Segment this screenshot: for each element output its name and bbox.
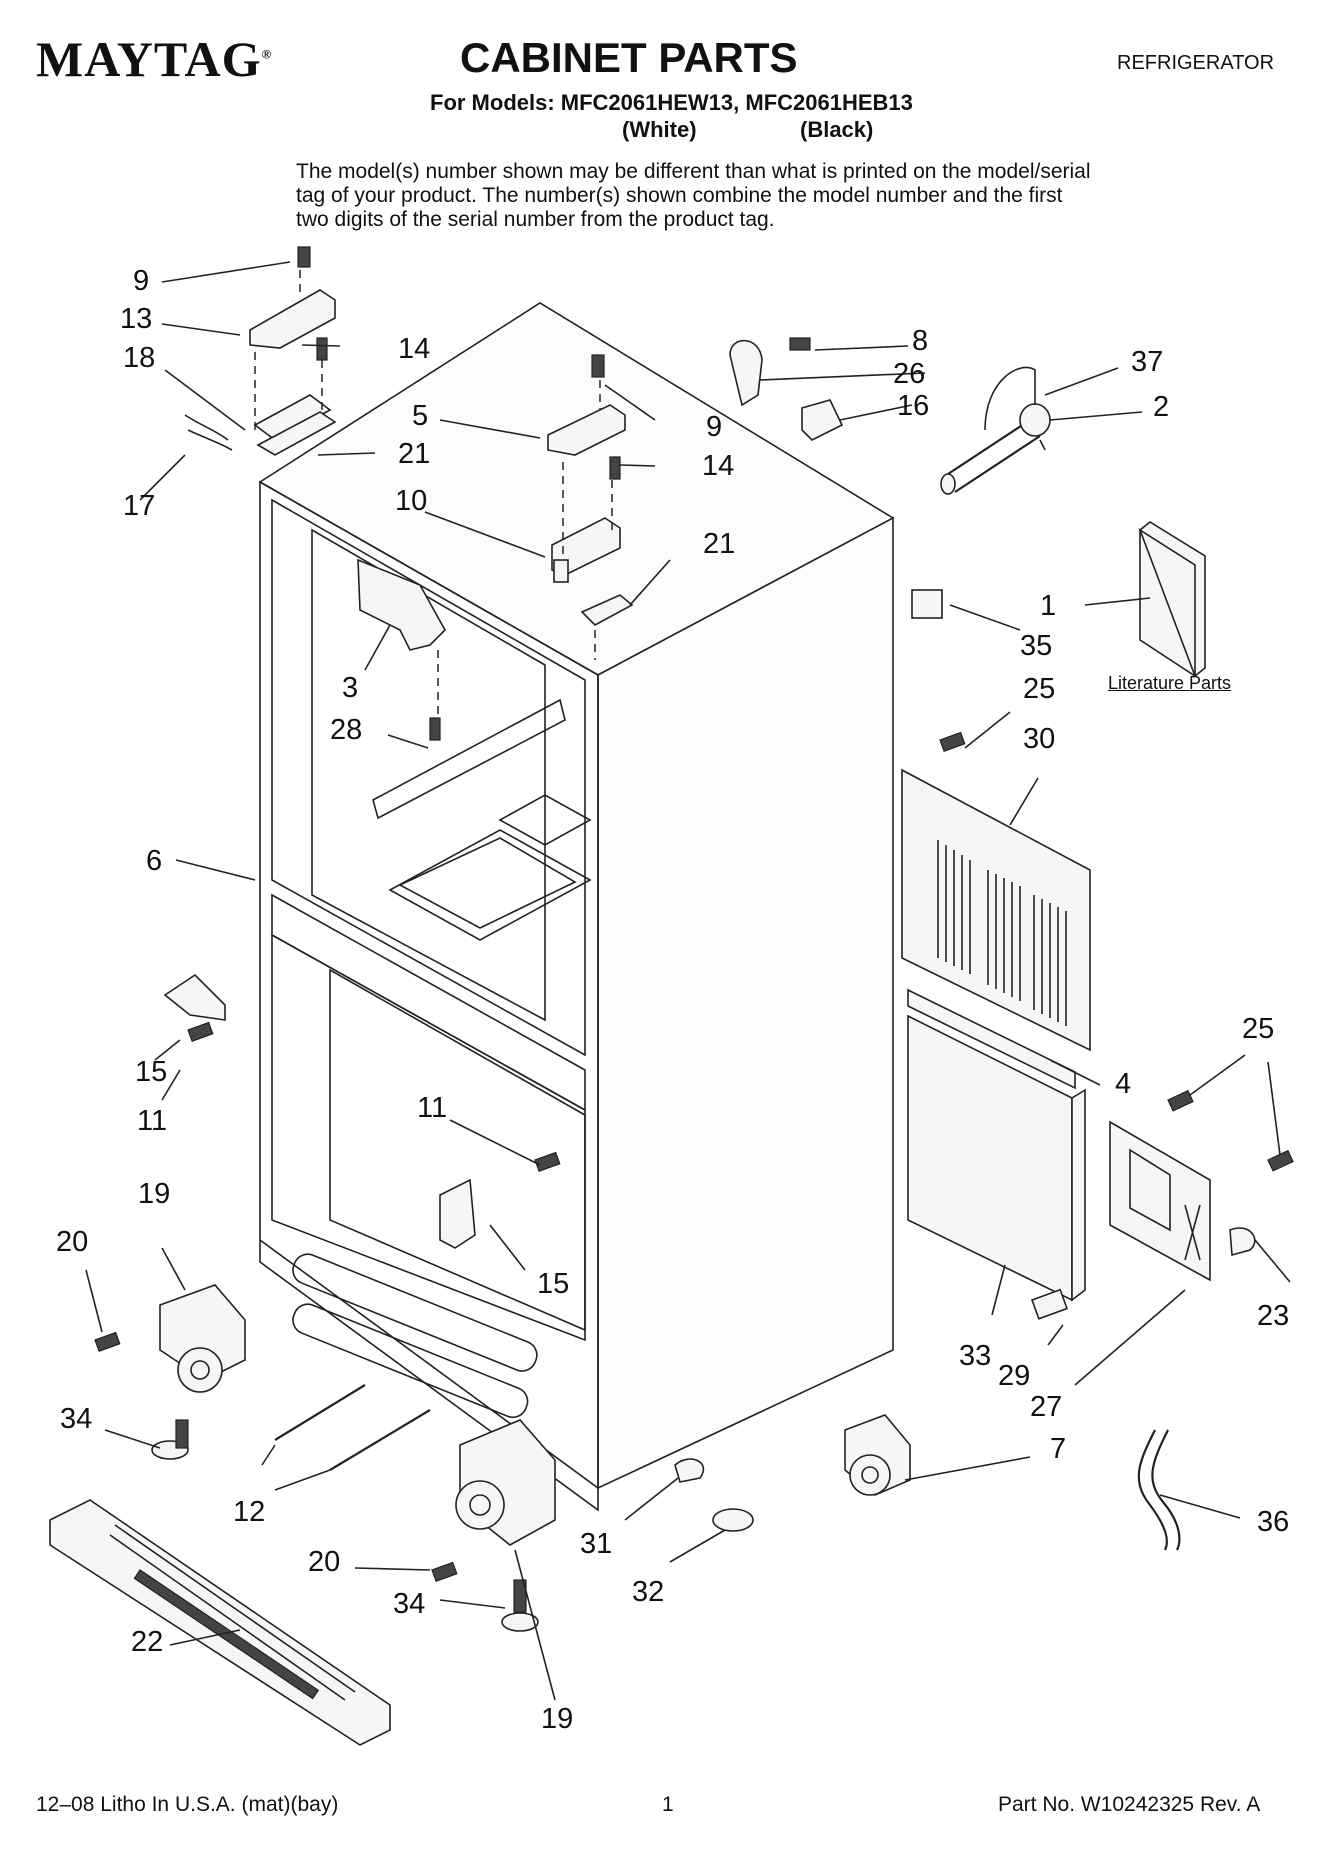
callout-3: 3	[342, 672, 359, 704]
callout-36: 36	[1257, 1506, 1290, 1538]
callout-26: 26	[893, 358, 926, 390]
hinge-15-left	[163, 973, 226, 1043]
bottom-grille-22	[49, 1499, 391, 1746]
hinge-15-center	[439, 1151, 561, 1249]
callout-30: 30	[1023, 723, 1056, 755]
rear-panel-30	[901, 768, 1091, 1052]
callout-37: 37	[1131, 346, 1164, 378]
callout-28: 28	[330, 714, 363, 746]
callout-11-center: 11	[417, 1092, 448, 1124]
callout-9-left: 9	[133, 265, 150, 297]
callout-18: 18	[123, 342, 156, 374]
callout-7: 7	[1050, 1433, 1067, 1465]
callout-9-center: 9	[706, 411, 723, 443]
clamp-31	[674, 1458, 705, 1483]
leader-lines	[85, 261, 1291, 1701]
roller-assembly-left	[94, 1284, 246, 1460]
bracket-27	[1109, 1089, 1294, 1282]
callout-34-left: 34	[60, 1403, 93, 1435]
callout-20-center: 20	[308, 1546, 341, 1578]
literature-booklet	[1138, 521, 1206, 677]
rods-12	[274, 1384, 431, 1471]
screw-25-upper	[939, 731, 966, 753]
footer-print-info: 12–08 Litho In U.S.A. (mat)(bay)	[36, 1793, 339, 1816]
callout-21-center: 21	[703, 528, 736, 560]
brand-logo: MAYTAG®	[36, 31, 273, 87]
callout-10: 10	[395, 485, 428, 517]
callout-27: 27	[1030, 1391, 1063, 1423]
callout-33: 33	[959, 1340, 992, 1372]
callout-25-lower: 25	[1242, 1013, 1275, 1045]
clip-29-shape	[1030, 1288, 1069, 1320]
callout-14-center: 14	[702, 450, 735, 482]
callout-12: 12	[233, 1496, 266, 1528]
top-hinge-center	[547, 354, 634, 660]
page-title: CABINET PARTS	[460, 34, 798, 81]
model-color-white: (White)	[622, 117, 697, 142]
callout-2: 2	[1153, 391, 1170, 423]
callout-16: 16	[897, 390, 930, 422]
clip-35-shape	[911, 589, 943, 619]
callout-5: 5	[412, 400, 429, 432]
callout-20-left: 20	[56, 1226, 89, 1258]
callout-25-upper: 25	[1023, 673, 1056, 705]
cabinet-shell	[258, 302, 895, 1512]
callout-23: 23	[1257, 1300, 1290, 1332]
ring-32-shape	[712, 1508, 754, 1532]
roller-7	[844, 1414, 911, 1496]
model-note: The model(s) number shown may be differe…	[296, 160, 1091, 231]
roller-assembly-center	[431, 1419, 556, 1632]
callout-13: 13	[120, 303, 153, 335]
callout-17: 17	[123, 490, 156, 522]
model-color-black: (Black)	[800, 117, 874, 142]
callout-15-center: 15	[537, 1268, 570, 1300]
bracket-3	[357, 558, 446, 741]
callout-15-left: 15	[135, 1056, 168, 1088]
panel-33	[907, 988, 1086, 1302]
callout-14-left: 14	[398, 333, 431, 365]
callout-31: 31	[580, 1528, 613, 1560]
callout-6: 6	[146, 845, 163, 877]
callout-11-left: 11	[137, 1105, 168, 1137]
callout-4: 4	[1115, 1068, 1132, 1100]
models-line: For Models: MFC2061HEW13, MFC2061HEB13	[430, 90, 913, 115]
top-hinge-left	[184, 246, 337, 456]
callout-19-left: 19	[138, 1178, 171, 1210]
callout-35: 35	[1020, 630, 1053, 662]
callout-21-left: 21	[398, 438, 431, 470]
callout-8: 8	[912, 325, 929, 357]
parts-top-right	[729, 337, 1051, 495]
callout-22: 22	[131, 1626, 164, 1658]
literature-parts-label: Literature Parts	[1108, 673, 1232, 693]
callout-32: 32	[632, 1576, 665, 1608]
callout-34-center: 34	[393, 1588, 426, 1620]
callout-1: 1	[1040, 590, 1057, 622]
appliance-type: REFRIGERATOR	[1117, 52, 1275, 74]
callout-29: 29	[998, 1360, 1031, 1392]
footer-part-number: Part No. W10242325 Rev. A	[998, 1793, 1261, 1816]
hose-36-shape	[1137, 1429, 1168, 1551]
footer-page-number: 1	[662, 1793, 674, 1816]
callout-19-center: 19	[541, 1703, 574, 1735]
